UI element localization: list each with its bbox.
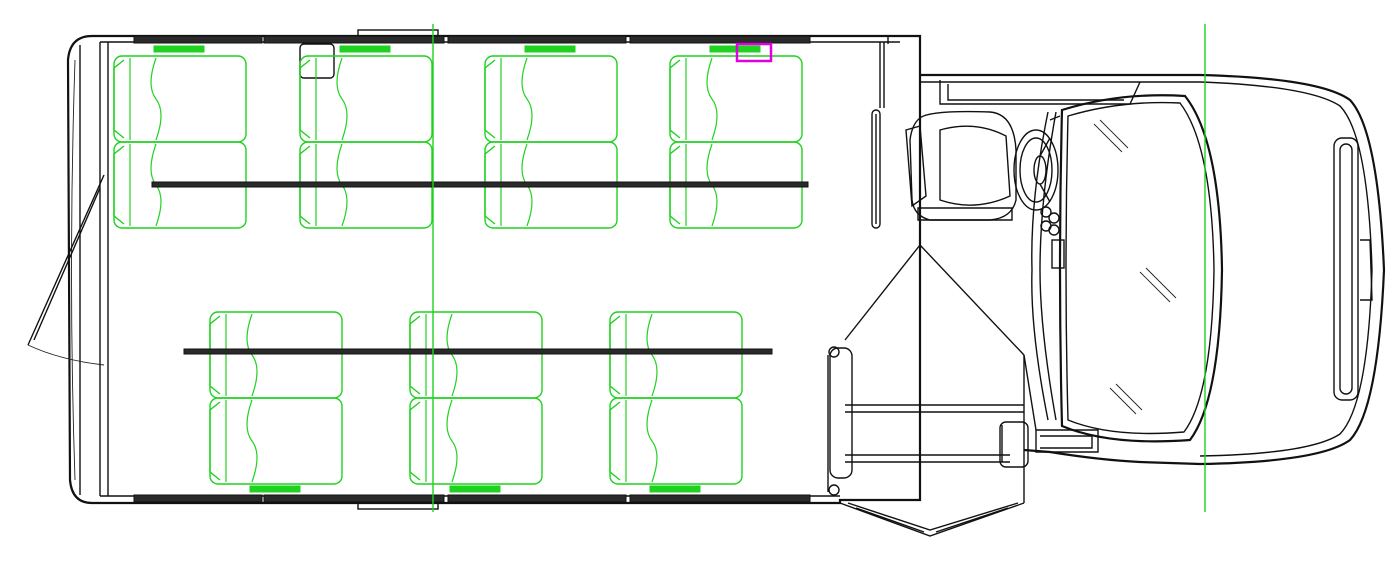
passenger-seat-bench bbox=[299, 45, 433, 229]
seat-track-bottom bbox=[183, 348, 773, 355]
passenger-seat-bench bbox=[209, 311, 343, 493]
wall-box bbox=[299, 43, 335, 79]
seat-mount bbox=[249, 485, 301, 493]
passenger-seat-bench bbox=[409, 311, 543, 493]
highlight-marker bbox=[735, 42, 773, 63]
seat-mount bbox=[339, 45, 391, 53]
steering-wheel-icon bbox=[1013, 115, 1061, 236]
seat-mount bbox=[449, 485, 501, 493]
seat-row-bottom bbox=[209, 311, 743, 493]
passenger-seat-bench bbox=[484, 45, 618, 229]
seat-mount bbox=[649, 485, 701, 493]
seat-mount bbox=[153, 45, 205, 53]
entry-door-icon bbox=[839, 502, 1025, 537]
passenger-seat-bench bbox=[609, 311, 743, 493]
seat-mount bbox=[524, 45, 576, 53]
grab-rail-icon bbox=[871, 109, 881, 229]
passenger-seat-bench bbox=[669, 45, 803, 229]
seat-mount bbox=[709, 45, 761, 53]
rear-door-icon bbox=[27, 174, 105, 366]
bus-body-outline bbox=[66, 29, 922, 510]
driver-seat-icon bbox=[905, 110, 1017, 221]
cab-outline bbox=[920, 73, 1386, 466]
seat-row-top bbox=[113, 45, 803, 229]
passenger-seat-bench bbox=[113, 45, 247, 229]
entry-step-well bbox=[827, 225, 1029, 503]
seat-track-top bbox=[151, 181, 809, 188]
